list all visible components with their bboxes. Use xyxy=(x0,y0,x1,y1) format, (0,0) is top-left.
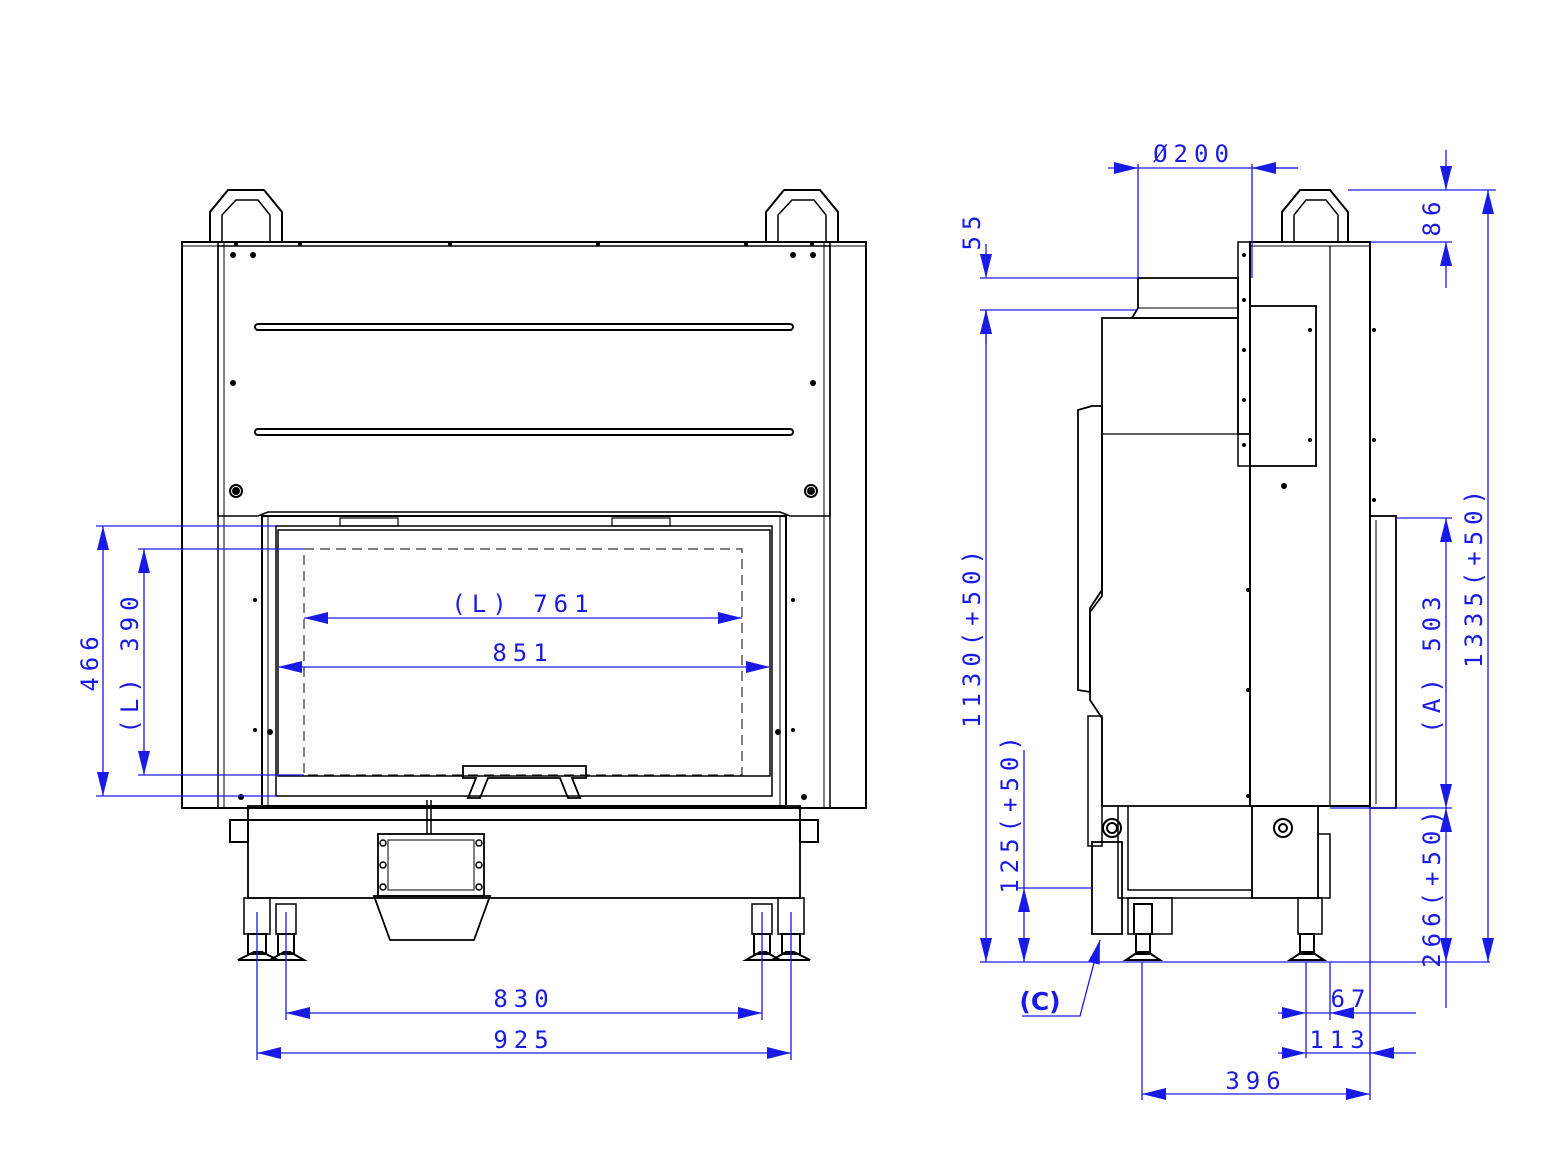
air-control-box xyxy=(377,833,485,897)
foot-left xyxy=(237,897,308,961)
door-handle xyxy=(462,765,587,799)
side-dimensions xyxy=(980,150,1496,1100)
door-glass xyxy=(277,529,771,777)
side-body xyxy=(1249,241,1371,807)
hood-panel xyxy=(217,245,831,517)
side-foot-rear xyxy=(1286,897,1328,961)
dim-base-height: 266(+50) xyxy=(1418,804,1446,968)
dim-overall-height: 1335(+50) xyxy=(1460,484,1488,668)
side-view xyxy=(1077,189,1397,961)
dim-foot-offset: 67 xyxy=(1331,985,1372,1013)
ash-funnel xyxy=(372,895,492,941)
dim-width-inner-l: (L) 761 xyxy=(451,590,594,618)
body-outer xyxy=(181,241,867,809)
dim-flue-height: 1130(+50) xyxy=(958,544,986,728)
callout-c: (C) xyxy=(1019,987,1060,1016)
dim-collar-height: 55 xyxy=(958,210,986,251)
dim-width-opening: 851 xyxy=(492,639,553,667)
dim-top-height: 86 xyxy=(1418,196,1446,237)
dim-depth: 396 xyxy=(1225,1067,1286,1095)
lifting-lug-left xyxy=(209,189,283,242)
dim-flue-diameter: Ø200 xyxy=(1153,140,1235,168)
dim-height-opening: 466 xyxy=(76,630,104,691)
side-foot-front xyxy=(1122,897,1173,961)
base-box xyxy=(247,819,801,899)
lifting-lug-right xyxy=(765,189,839,242)
dim-foot-offset-2: 113 xyxy=(1309,1026,1370,1054)
dim-feet-spacing: 830 xyxy=(493,985,554,1013)
side-base xyxy=(1251,805,1319,899)
hood-slot-lower xyxy=(254,428,794,436)
dim-height-inner-l: (L) 390 xyxy=(116,590,144,733)
flue-collar xyxy=(1130,277,1239,319)
front-dimensions xyxy=(96,525,792,1060)
door-profile xyxy=(1089,317,1251,807)
dim-door-height-a: (A) 503 xyxy=(1418,590,1446,733)
hood-slot-upper xyxy=(254,323,794,331)
front-view xyxy=(181,189,867,961)
dim-intake-height: 125(+50) xyxy=(996,730,1024,894)
dim-overall-width: 925 xyxy=(493,1026,554,1054)
side-panel xyxy=(1249,305,1317,467)
convection-panel xyxy=(1369,515,1397,809)
foot-right xyxy=(742,897,811,961)
side-lifting-lug xyxy=(1281,189,1349,242)
